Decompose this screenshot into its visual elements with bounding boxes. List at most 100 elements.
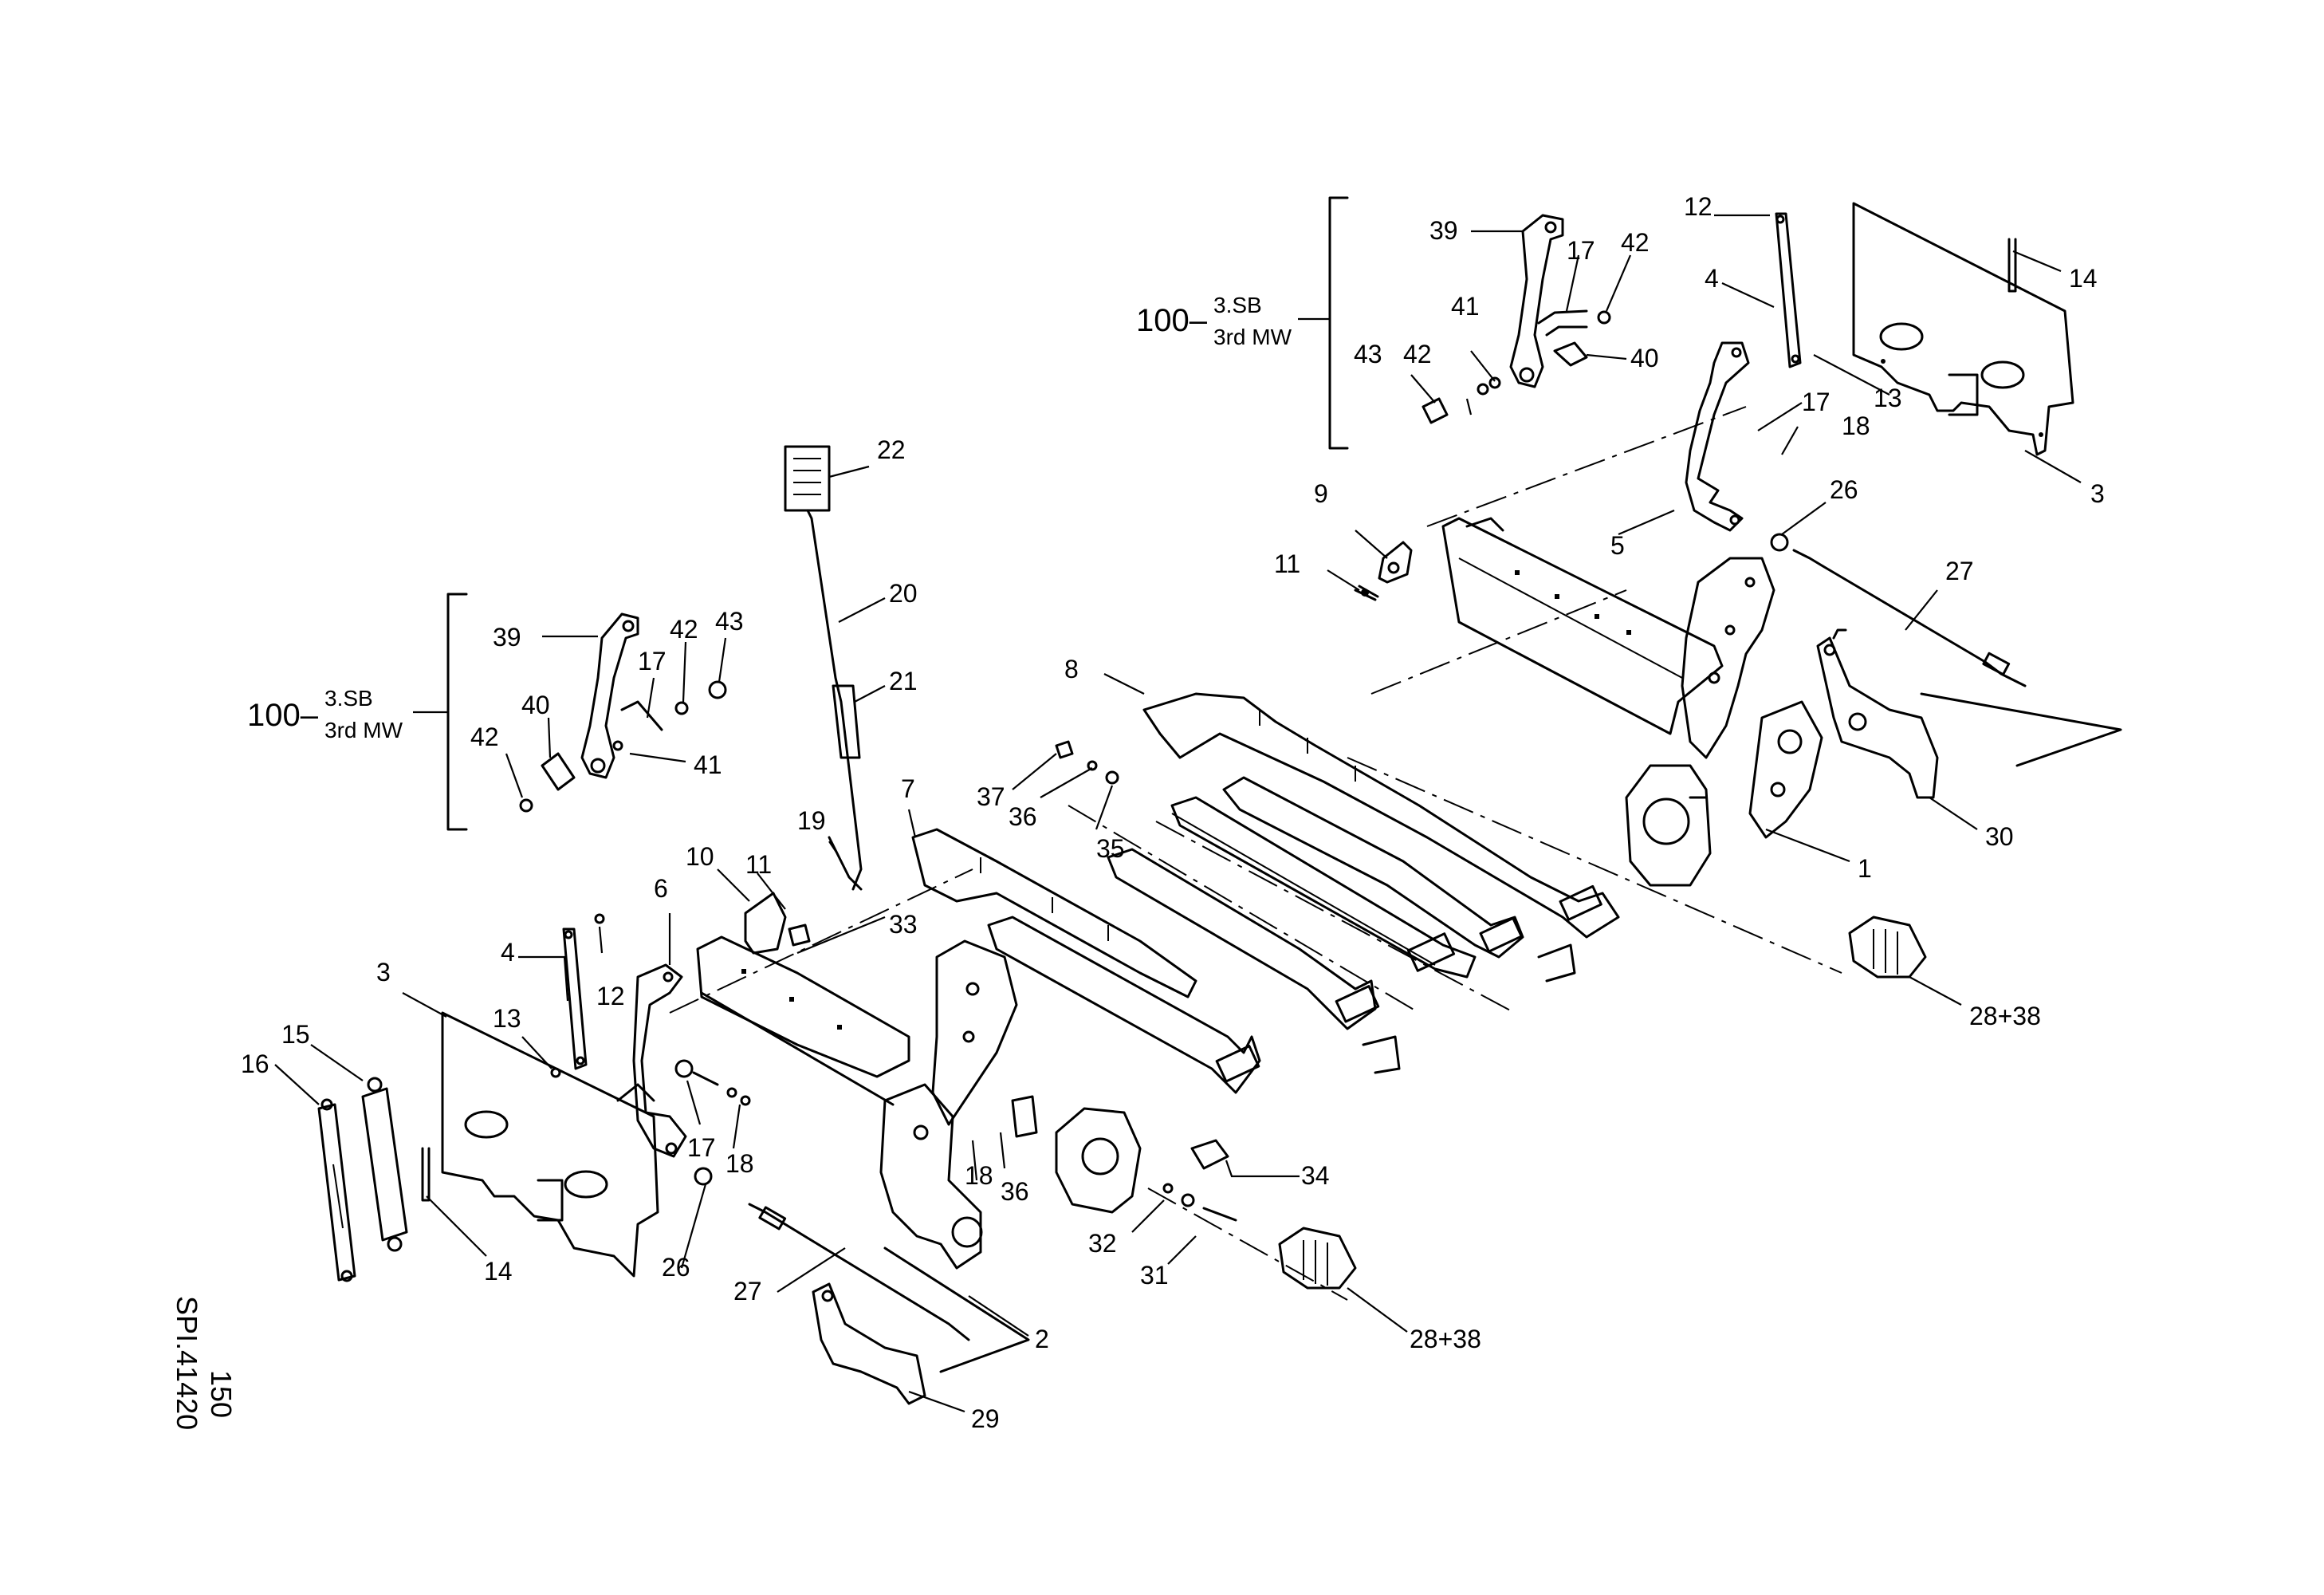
frame-rail-right	[1441, 517, 1724, 735]
callout-right-17: 17	[1567, 236, 1595, 265]
callout-35: 35	[1096, 834, 1125, 863]
callout-18-mid: 18	[965, 1161, 993, 1190]
callout-2: 2	[1035, 1325, 1049, 1353]
callout-right-9: 9	[1314, 479, 1328, 508]
callout-left-43: 43	[715, 607, 744, 636]
callout-right-42a: 42	[1621, 228, 1650, 257]
beam-5	[987, 916, 1261, 1094]
callout-left-41: 41	[694, 750, 722, 779]
side-cover-left	[421, 1011, 659, 1278]
callout-left-42b: 42	[470, 723, 499, 751]
beam-shaft	[1170, 796, 1477, 979]
callout-right-17b: 17	[1802, 388, 1830, 416]
callout-left-17b: 17	[687, 1133, 716, 1162]
beam-4	[1107, 848, 1401, 1074]
callout-left-39: 39	[493, 623, 521, 652]
callout-left-16: 16	[241, 1050, 269, 1078]
lever-right	[1685, 341, 1750, 532]
callout-26-mid: 26	[662, 1253, 690, 1282]
callout-right-41: 41	[1451, 292, 1480, 321]
callout-8: 8	[1064, 655, 1079, 683]
callout-right-40: 40	[1630, 344, 1659, 372]
motor-right	[1848, 916, 1927, 979]
valve-body-right	[1625, 764, 1712, 887]
fasteners-left	[550, 913, 751, 1106]
callout-left-13: 13	[493, 1004, 521, 1033]
callout-right-30: 30	[1985, 822, 2014, 851]
callout-37: 37	[977, 782, 1005, 811]
detail-group-left	[446, 593, 727, 831]
group-label-right: 100– 3.SB 3rd MW	[1136, 293, 1330, 349]
callout-left-10: 10	[686, 842, 714, 871]
beam-2	[1222, 776, 1576, 983]
callout-right-28-38: 28+38	[1969, 1002, 2041, 1030]
callout-left-3: 3	[376, 958, 391, 987]
control-knob	[784, 445, 831, 512]
drive-plate-right	[1748, 700, 1823, 839]
side-plate-right	[1681, 557, 1775, 759]
control-arm-right	[1816, 628, 1939, 799]
callout-right-11: 11	[1274, 549, 1300, 578]
group-line1-left: 3.SB	[324, 686, 373, 711]
callout-right-1: 1	[1858, 854, 1872, 883]
callout-19: 19	[797, 806, 826, 835]
clip-34	[1190, 1139, 1229, 1170]
callout-right-5: 5	[1610, 531, 1625, 560]
callout-left-6: 6	[654, 874, 668, 903]
callout-21: 21	[889, 667, 918, 695]
link-right	[1775, 212, 1802, 368]
callout-34: 34	[1301, 1161, 1330, 1190]
callout-right-14: 14	[2069, 264, 2098, 293]
callout-right-18: 18	[1842, 412, 1870, 440]
callout-32: 32	[1088, 1229, 1117, 1258]
callout-28-38: 28+38	[1410, 1325, 1481, 1353]
callouts-right: 39 17 42 41 42 43 40 12 4 14 13 17 18 3 …	[1274, 192, 2105, 1030]
callout-33: 33	[889, 910, 918, 939]
fasteners-mid	[1055, 740, 1237, 1222]
side-cover-right	[1852, 202, 2074, 456]
callout-right-43: 43	[1354, 340, 1382, 368]
motor-mid	[1278, 1227, 1357, 1290]
callout-right-39: 39	[1429, 216, 1458, 245]
callout-36: 36	[1009, 802, 1037, 831]
callout-left-42a: 42	[670, 615, 698, 644]
group-line2-left: 3rd MW	[324, 718, 403, 742]
main-frame	[696, 935, 910, 1106]
cylinder-15	[361, 1077, 408, 1252]
callout-right-26: 26	[1830, 475, 1858, 504]
side-plate-mid	[931, 939, 1018, 1126]
callout-left-15: 15	[281, 1020, 310, 1049]
rear-beam	[1142, 692, 1620, 939]
callout-right-42b: 42	[1403, 340, 1432, 368]
callout-left-4: 4	[501, 938, 515, 967]
front-beam	[911, 828, 1197, 998]
callout-left-18: 18	[726, 1149, 754, 1178]
callout-27-mid: 27	[733, 1277, 762, 1306]
callout-7: 7	[901, 774, 915, 803]
callout-right-12: 12	[1684, 192, 1713, 221]
callout-36b: 36	[1001, 1177, 1029, 1206]
group-line2-right: 3rd MW	[1213, 325, 1292, 349]
group-label-left: 100– 3.SB 3rd MW	[247, 686, 448, 742]
callout-right-13: 13	[1874, 384, 1902, 412]
callout-right-27: 27	[1945, 557, 1974, 585]
bracket-right	[1354, 541, 1413, 601]
control-arm-mid	[694, 1167, 1030, 1405]
link-left	[562, 927, 588, 1070]
callout-31: 31	[1140, 1261, 1169, 1290]
valve-body-mid	[1011, 1095, 1142, 1214]
callout-left-12: 12	[596, 982, 625, 1010]
callout-right-3: 3	[2090, 479, 2105, 508]
lever-left	[616, 963, 687, 1158]
drawing-number: SPI.41420	[171, 1296, 203, 1430]
group-number-right: 100–	[1136, 303, 1208, 338]
callout-left-17: 17	[638, 647, 667, 675]
callout-20: 20	[889, 579, 918, 608]
drive-plate-mid	[879, 1083, 983, 1270]
page-number: 150	[205, 1370, 238, 1418]
callouts-left: 39 17 42 43 40 42 41 10 11 6 4 12 3 13 1…	[241, 607, 772, 1286]
detail-group-right	[1328, 196, 1611, 450]
leader-lines	[274, 214, 2082, 1413]
callouts-middle: 22 20 21 19 8 7 37 36 35 33 34 36 32 31 …	[662, 435, 1481, 1433]
